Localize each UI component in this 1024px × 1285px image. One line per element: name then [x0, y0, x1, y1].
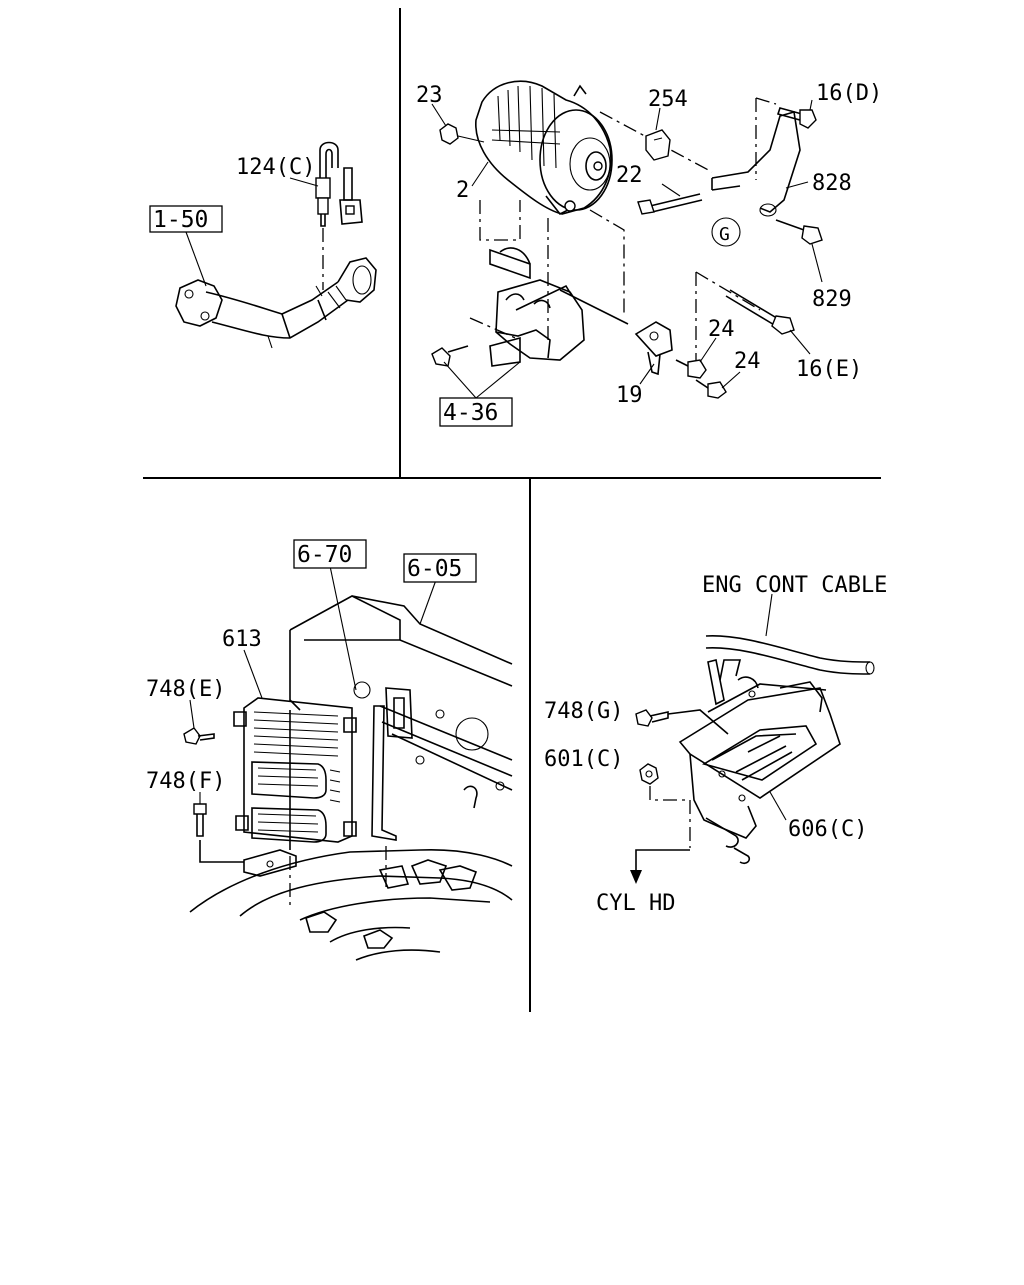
- oxygen-sensor-drawing: [315, 141, 363, 290]
- panel-ecm: 613 748(E) 748(F) 6-70 6-05: [146, 539, 513, 961]
- callout-254: 254: [648, 87, 688, 112]
- callout-606c: 606(C): [788, 817, 867, 842]
- callout-748f: 748(F): [146, 769, 225, 794]
- ref-box-1-50[interactable]: 1-50: [153, 207, 208, 233]
- panel-dividers: [143, 8, 881, 1012]
- callout-748g: 748(G): [544, 699, 623, 724]
- ecm-module-drawing: [233, 697, 357, 843]
- callout-2: 2: [456, 178, 469, 203]
- callout-24-lower: 24: [734, 349, 761, 374]
- panel-exhaust-sensor: 124(C) 1-50: [149, 141, 377, 349]
- callout-22: 22: [616, 163, 643, 188]
- ref-box-6-70-frame: [293, 539, 367, 569]
- ref-box-6-05[interactable]: 6-05: [407, 556, 462, 582]
- panel-generator: 23 2 254 16(D) 22 828 G 829 24 24 16(E) …: [416, 80, 882, 427]
- ref-box-6-05-frame: [403, 553, 477, 583]
- callout-829: 829: [812, 287, 852, 312]
- callout-613: 613: [222, 627, 262, 652]
- ref-box-6-70[interactable]: 6-70: [297, 542, 352, 568]
- callout-828: 828: [812, 171, 852, 196]
- ref-box-4-36-frame: [439, 397, 513, 427]
- callout-23: 23: [416, 83, 443, 108]
- callout-g: G: [719, 224, 730, 245]
- body-structure-drawing: [189, 595, 513, 961]
- callout-16d: 16(D): [816, 81, 882, 106]
- panel-cable-bracket: ENG CONT CABLE 748(G) 601(C) 606(C) CYL …: [544, 573, 887, 916]
- eng-cont-cable-label: ENG CONT CABLE: [702, 573, 887, 598]
- ref-box-1-50-frame: [149, 205, 223, 233]
- generator-drawing: [431, 80, 823, 399]
- callout-748e: 748(E): [146, 677, 225, 702]
- callout-19: 19: [616, 383, 643, 408]
- cable-bracket-drawing: [630, 635, 875, 884]
- callout-124c: 124(C): [236, 155, 315, 180]
- cyl-hd-label: CYL HD: [596, 891, 675, 916]
- exhaust-pipe-drawing: [175, 257, 377, 349]
- callout-24-upper: 24: [708, 317, 735, 342]
- callout-16e: 16(E): [796, 357, 862, 382]
- callout-601c: 601(C): [544, 747, 623, 772]
- ref-box-4-36[interactable]: 4-36: [443, 400, 498, 426]
